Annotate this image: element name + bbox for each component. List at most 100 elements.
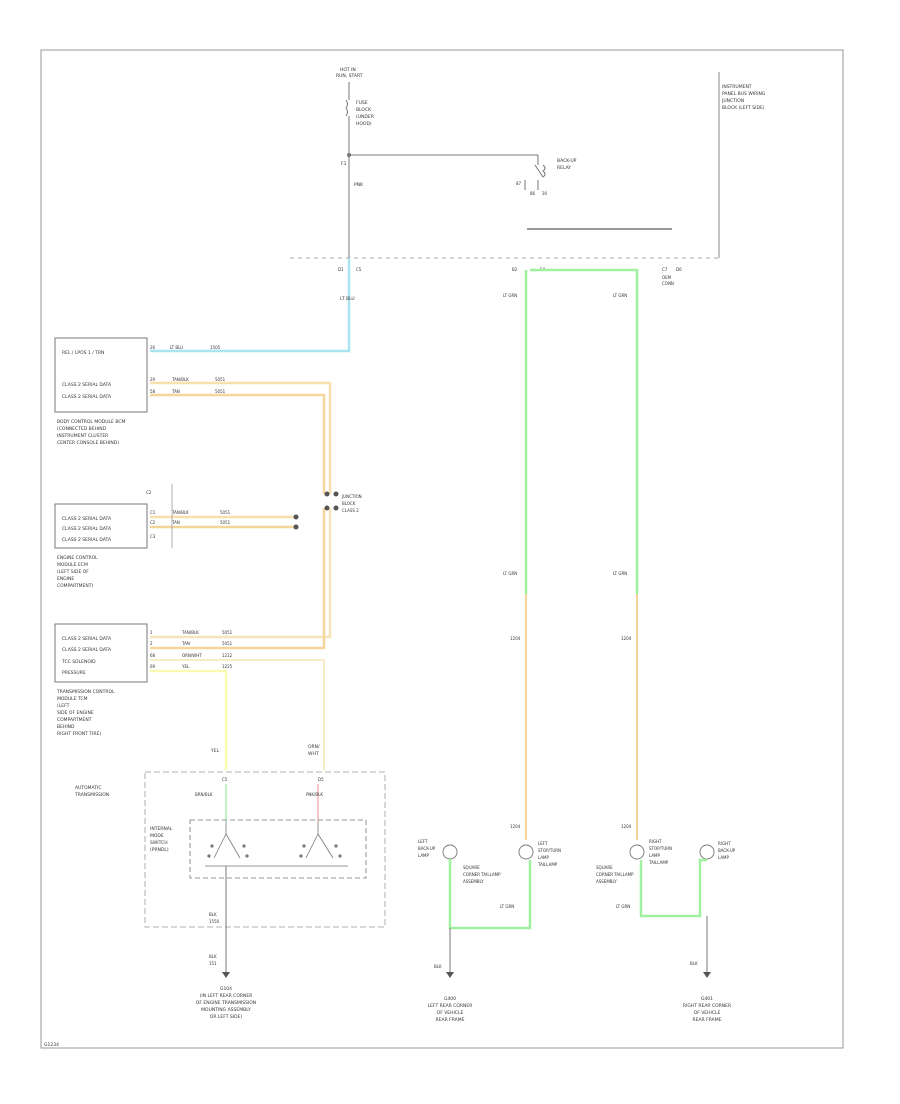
lg-label-1: SQUARE (463, 865, 480, 870)
ecm-row-3: CLASS 2 SERIAL DATA (62, 537, 112, 543)
top-wire-color: PNK (354, 182, 364, 188)
trans-switch-code-2: PNK/BLK (306, 792, 323, 797)
bcm-pin-3: 58 (150, 389, 156, 394)
mode-switch-left (205, 822, 258, 867)
green-code-4: LT GRN (613, 571, 627, 576)
ecm-pin-1: C1 (150, 510, 156, 515)
switch-label-4: (PRNDL) (150, 847, 169, 853)
junction-pin-b2: B2 (512, 267, 518, 272)
relay-label-2: RELAY (557, 165, 571, 171)
left-ground-label-3: OF VEHICLE (437, 1010, 464, 1016)
relay-pin-86: 86 (530, 191, 536, 196)
tcm-pin-4: 69 (150, 664, 156, 669)
green-code-2: LT GRN (613, 293, 627, 298)
bcm-caption-3: INSTRUMENT CLUSTER (57, 433, 108, 439)
tcm-row-4: PRESSURE (62, 670, 86, 676)
fuse-symbol (345, 99, 348, 117)
rg-label-2: CORNER TAILLAMP (596, 872, 634, 877)
tcm-wire-color-2: TAN (181, 641, 190, 646)
lg-label-2: CORNER TAILLAMP (463, 872, 501, 877)
ecm-pin-2: C2 (150, 520, 156, 525)
ecm-caption-1: ENGINE CONTROL (57, 555, 98, 561)
splice-label-1: JUNCTION (341, 494, 362, 499)
wire-yel (150, 669, 228, 770)
fuse-block: HOT IN RUN, START FUSE BLOCK (UNDER HOOD… (336, 67, 538, 258)
bcm-pin-1: 26 (150, 345, 156, 350)
lt-label-2: STOP/TURN (538, 848, 561, 853)
backup-code-1: 1204 (510, 636, 521, 641)
fuse-name-2: BLOCK (356, 107, 372, 113)
fuse-name-1: FUSE (356, 100, 368, 106)
tcm-caption-6: BEHIND (57, 724, 75, 730)
tcm-wire-color-3: ORN/WHT (182, 653, 202, 658)
right-backup-lamp-icon (699, 844, 715, 860)
bcm-row-1: REL / LPOS 1 / TRN (62, 350, 104, 356)
trans-ground-label-4: MOUNTING ASSEMBLY (201, 1007, 251, 1013)
bcm-caption-1: BODY CONTROL MODULE BCM (57, 419, 125, 425)
bcm-wire-code-1: 1505 (210, 345, 221, 350)
ecm-wire-code-2: 5051 (220, 520, 231, 525)
bcm-wire-color-1: LT BLU (170, 345, 183, 350)
lb-label-2: BACK-UP (418, 846, 436, 851)
tcm-wire-code-2: 5051 (222, 641, 233, 646)
lt-label-1: LEFT (538, 841, 548, 846)
rb-label-1: RIGHT (718, 841, 731, 846)
splice-label-2: BLOCK (342, 501, 356, 506)
backup-code-4: 1204 (621, 824, 632, 829)
trans-ground-code-2: 1550 (209, 919, 220, 924)
right-ground-label-2: RIGHT REAR CORNER (683, 1003, 731, 1009)
left-ground-label-1: G400 (444, 996, 456, 1002)
ecm-caption-4: ENGINE (57, 576, 74, 582)
rt-label-2: STOP/TURN (649, 846, 672, 851)
wire-ltblu-bcm (150, 258, 351, 353)
right-green-code: LT GRN (616, 904, 630, 909)
rt-label-1: RIGHT (649, 839, 662, 844)
fuse-name-3: (UNDER (356, 114, 374, 120)
ecm-caption-3: (LEFT SIDE OF (57, 569, 89, 575)
right-taillamp-assembly: RIGHT STOP/TURN LAMP TAILLAMP RIGHT BACK… (596, 839, 736, 1023)
junction-pin-d1: D1 (338, 267, 344, 272)
fuse-run-label: RUN, START (336, 73, 363, 79)
left-ground-label-2: LEFT REAR CORNER (428, 1003, 473, 1009)
ipj-label-4: BLOCK (LEFT SIDE) (722, 105, 765, 111)
bcm-wire-color-3: TAN (171, 389, 180, 394)
ecm-pin-3: C3 (150, 534, 156, 539)
mode-switch-right (258, 822, 348, 867)
oem-conn-2: CONN (662, 281, 674, 286)
backup-relay: BACK-UP RELAY 87 86 30 (516, 155, 672, 230)
ecm-wire-color-1: TAN/BLK (171, 510, 189, 515)
tcm-wire-code-1: 5051 (222, 630, 233, 635)
tcm-connector: CLASS 2 SERIAL DATA CLASS 2 SERIAL DATA … (54, 623, 233, 737)
bcm-wire-color-2: TAN/BLK (171, 377, 189, 382)
trans-wire-left-label: YEL (210, 748, 220, 754)
wire-ltgrn-left-ground (448, 859, 532, 930)
bcm-caption-2: (CONNECTED BEHIND (57, 426, 107, 432)
trans-wire-right-label-1: ORN/ (308, 744, 320, 750)
ecm-tag: C2 (146, 490, 152, 495)
trans-ground-code-3: BLK (209, 954, 217, 959)
green-code-3: LT GRN (503, 571, 517, 576)
junction-pin-c7: C7 (662, 267, 668, 272)
right-ground-label-4: REAR FRAME (693, 1017, 722, 1023)
junction-pin-d6: D6 (676, 267, 682, 272)
bcm-pin-2: 29 (150, 377, 156, 382)
lb-label-1: LEFT (418, 839, 428, 844)
left-ground-label-4: REAR FRAME (436, 1017, 465, 1023)
switch-label-1: INTERNAL (150, 826, 173, 832)
tcm-wire-color-1: TAN/BLK (181, 630, 199, 635)
oem-conn-1: OEM (662, 275, 672, 280)
left-ground-symbol (446, 972, 454, 978)
rg-label-1: SQUARE (596, 865, 613, 870)
trans-wire-right-label-2: WHT (308, 751, 319, 757)
right-tail-lamp-icon (629, 844, 645, 860)
wire-ltblu-label: LT BLU (340, 296, 355, 302)
lt-label-3: LAMP (538, 855, 550, 860)
trans-pin-c5: C5 (222, 777, 228, 782)
trans-switch-code-1: BRN/BLK (195, 792, 213, 797)
junction-pin-c5: C5 (356, 267, 362, 272)
bcm-wire-code-3: 5051 (215, 389, 226, 394)
trans-label-2: TRANSMISSION (74, 792, 109, 798)
right-ground-code: BLK (690, 961, 698, 966)
ecm-caption-5: COMPARTMENT) (57, 583, 93, 589)
